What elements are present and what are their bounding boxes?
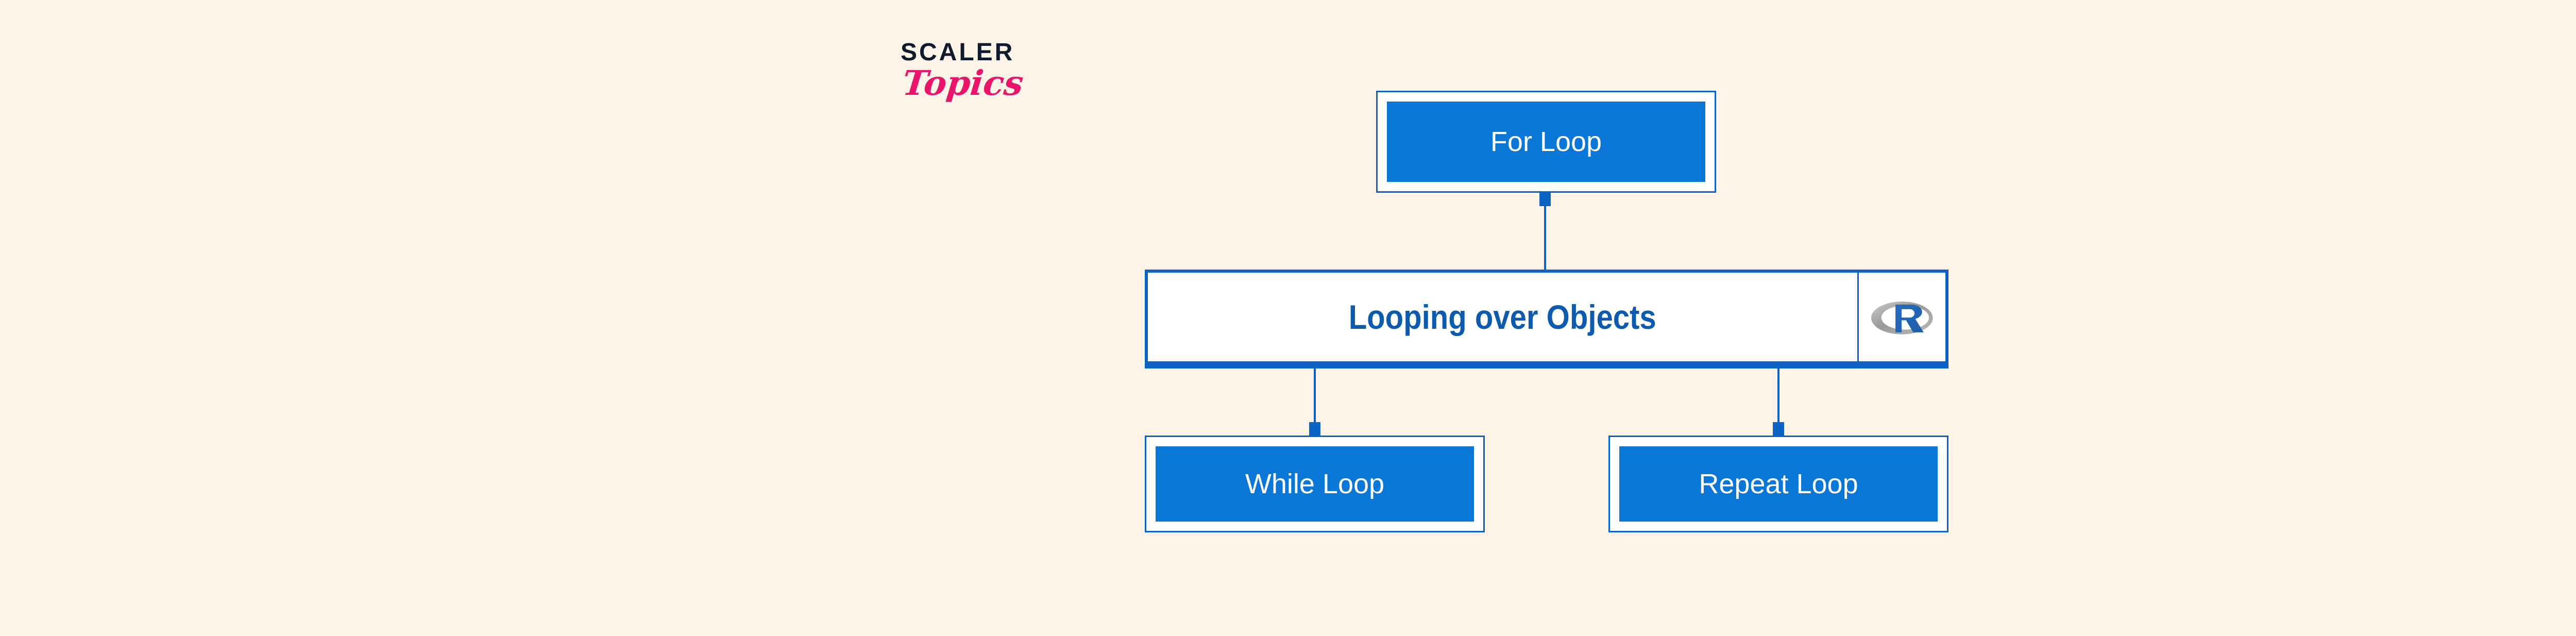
connector-line-repeat-loop: [1777, 365, 1780, 438]
node-while-loop-fill: While Loop: [1156, 446, 1474, 522]
central-title-cell: Looping over Objects: [1148, 273, 1857, 361]
connector-line-for-loop: [1544, 193, 1546, 271]
node-while-loop-label: While Loop: [1245, 468, 1385, 499]
node-for-loop-label: For Loop: [1490, 126, 1602, 157]
connector-stub-repeat-loop: [1773, 422, 1784, 436]
brand-name-topics: Topics: [900, 63, 1026, 103]
node-repeat-loop-fill: Repeat Loop: [1619, 446, 1938, 522]
node-for-loop-fill: For Loop: [1387, 102, 1705, 182]
node-for-loop[interactable]: For Loop: [1376, 91, 1716, 193]
brand-name-scaler: SCALER: [901, 39, 1015, 66]
node-while-loop[interactable]: While Loop: [1145, 436, 1485, 532]
central-title-label: Looping over Objects: [1349, 298, 1656, 336]
node-repeat-loop-label: Repeat Loop: [1699, 468, 1858, 499]
connector-line-while-loop: [1314, 365, 1316, 438]
connector-stub-while-loop: [1309, 422, 1320, 436]
central-logo-cell: [1857, 273, 1945, 361]
node-central-looping-over-objects[interactable]: Looping over Objects: [1145, 270, 1948, 369]
scaler-topics-logo: SCALER Topics: [901, 40, 1055, 128]
node-repeat-loop[interactable]: Repeat Loop: [1608, 436, 1948, 532]
r-language-logo-icon: [1871, 302, 1933, 334]
